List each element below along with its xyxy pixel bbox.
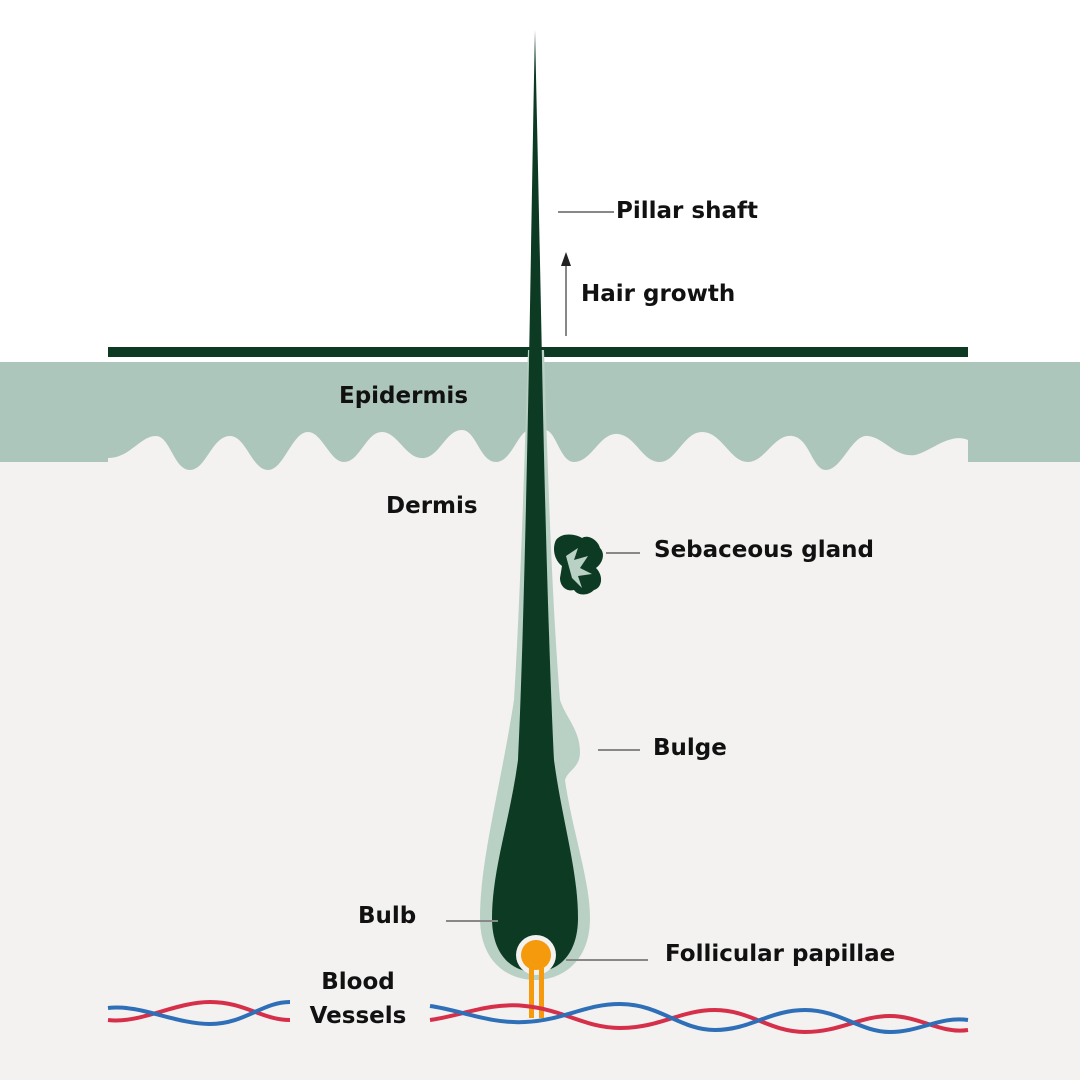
label-dermis: Dermis — [386, 493, 478, 519]
label-follicular-papillae: Follicular papillae — [665, 941, 896, 967]
label-hair-growth: Hair growth — [581, 281, 736, 307]
sebaceous-gland-detail — [566, 548, 592, 588]
papilla-stalk-right — [539, 968, 544, 1018]
hair-shaft — [492, 30, 578, 972]
vessel-red-left — [107, 999, 291, 1023]
label-epidermis: Epidermis — [339, 383, 469, 409]
label-bulb: Bulb — [358, 903, 417, 929]
label-blood-vessels-line1: Blood — [321, 969, 395, 995]
label-blood-vessels: Blood Vessels — [296, 969, 420, 1030]
vessel-blue-left — [107, 1000, 291, 1027]
label-blood-vessels-line2: Vessels — [309, 1002, 407, 1029]
papilla-stalk-left — [529, 968, 534, 1018]
label-pillar-shaft: Pillar shaft — [616, 198, 758, 224]
label-bulge: Bulge — [653, 735, 727, 761]
blood-vessels — [107, 999, 969, 1035]
vessel-blue-right — [429, 1001, 969, 1035]
arrow-head-icon — [561, 252, 571, 266]
label-sebaceous-gland: Sebaceous gland — [654, 537, 874, 563]
vessel-red-right — [429, 1003, 969, 1035]
follicular-papilla-core — [521, 940, 551, 970]
